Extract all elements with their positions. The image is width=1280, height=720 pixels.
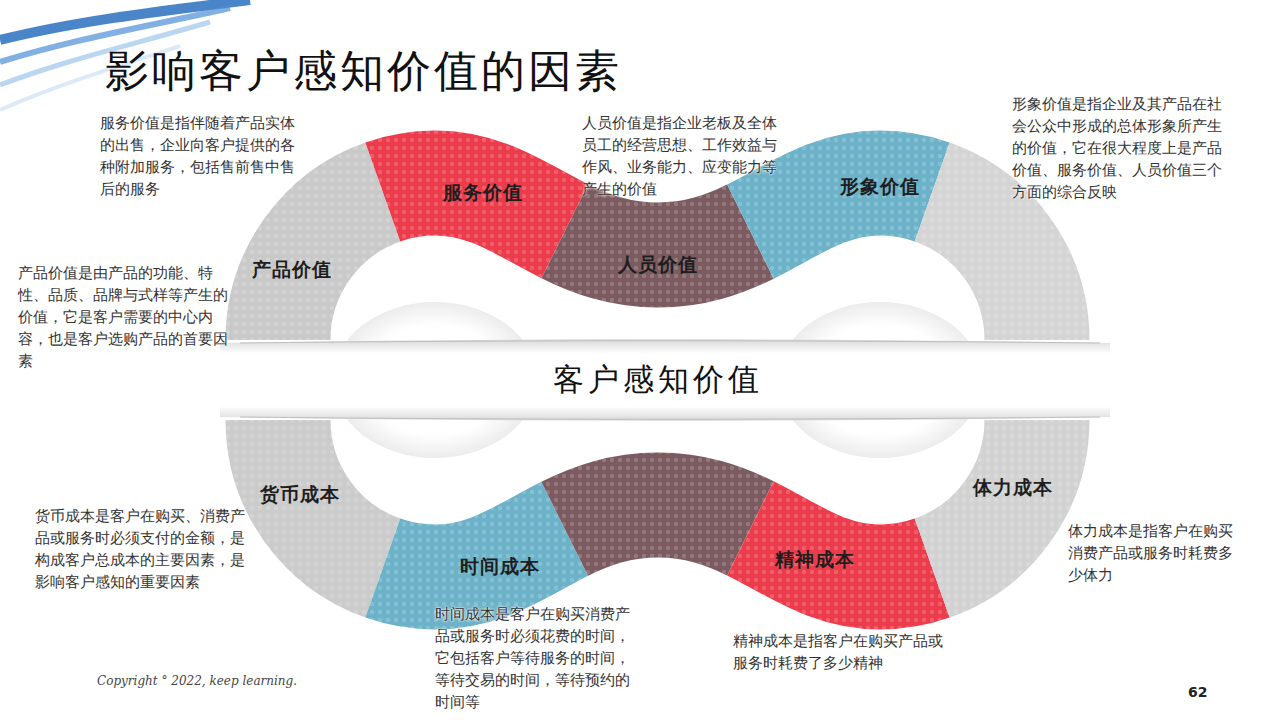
center-node: 客户感知价值: [549, 357, 767, 403]
factor-node: 精神成本精神成本是指客户在购买产品或服务时耗费了多少精神: [771, 545, 859, 575]
copyright-note: Copyright ° 2022, keep learning.: [97, 674, 297, 688]
factor-description: 产品价值是由产品的功能、特性、品质、品牌与式样等产生的价值，它是客户需要的中心内…: [18, 262, 230, 372]
factor-node: 体力成本体力成本是指客户在购买消费产品或服务时耗费多少体力: [969, 473, 1057, 503]
center-band: [220, 302, 1110, 458]
factor-name: 服务价值: [439, 178, 527, 208]
factor-node: 形象价值形象价值是指企业及其产品在社会公众中形成的总体形象所产生的价值，它在很大…: [836, 172, 924, 202]
center-title: 客户感知价值: [549, 357, 767, 403]
factor-description: 精神成本是指客户在购买产品或服务时耗费了多少精神: [733, 630, 943, 674]
factor-name: 体力成本: [969, 473, 1057, 503]
page-number: 62: [1188, 684, 1207, 700]
factor-node: 时间成本时间成本是客户在购买消费产品或服务时必须花费的时间，它包括客户等待服务的…: [456, 552, 544, 582]
factor-description: 人员价值是指企业老板及全体员工的经营思想、工作效益与作风、业务能力、应变能力等产…: [582, 112, 790, 200]
factor-node: 服务价值服务价值是指伴随着产品实体的出售，企业向客户提供的各种附加服务，包括售前…: [439, 178, 527, 208]
factor-description: 时间成本是客户在购买消费产品或服务时必须花费的时间，它包括客户等待服务的时间，等…: [435, 603, 641, 713]
factor-node: 产品价值产品价值是由产品的功能、特性、品质、品牌与式样等产生的价值，它是客户需要…: [248, 255, 336, 285]
factor-description: 服务价值是指伴随着产品实体的出售，企业向客户提供的各种附加服务，包括售前售中售后…: [100, 112, 305, 200]
factor-node: 货币成本货币成本是客户在购买、消费产品或服务时必须支付的金额，是构成客户总成本的…: [256, 480, 344, 510]
factor-name: 形象价值: [836, 172, 924, 202]
factor-name: 产品价值: [248, 255, 336, 285]
factor-name: 货币成本: [256, 480, 344, 510]
factor-description: 形象价值是指企业及其产品在社会公众中形成的总体形象所产生的价值，它在很大程度上是…: [1012, 93, 1222, 203]
factor-description: 体力成本是指客户在购买消费产品或服务时耗费多少体力: [1068, 520, 1246, 586]
factor-description: 货币成本是客户在购买、消费产品或服务时必须支付的金额，是构成客户总成本的主要因素…: [35, 505, 245, 593]
factor-name: 人员价值: [614, 250, 702, 280]
factor-name: 时间成本: [456, 552, 544, 582]
factor-name: 精神成本: [771, 545, 859, 575]
slide-title: 影响客户感知价值的因素: [105, 42, 622, 101]
factor-node: 人员价值人员价值是指企业老板及全体员工的经营思想、工作效益与作风、业务能力、应变…: [614, 250, 702, 280]
